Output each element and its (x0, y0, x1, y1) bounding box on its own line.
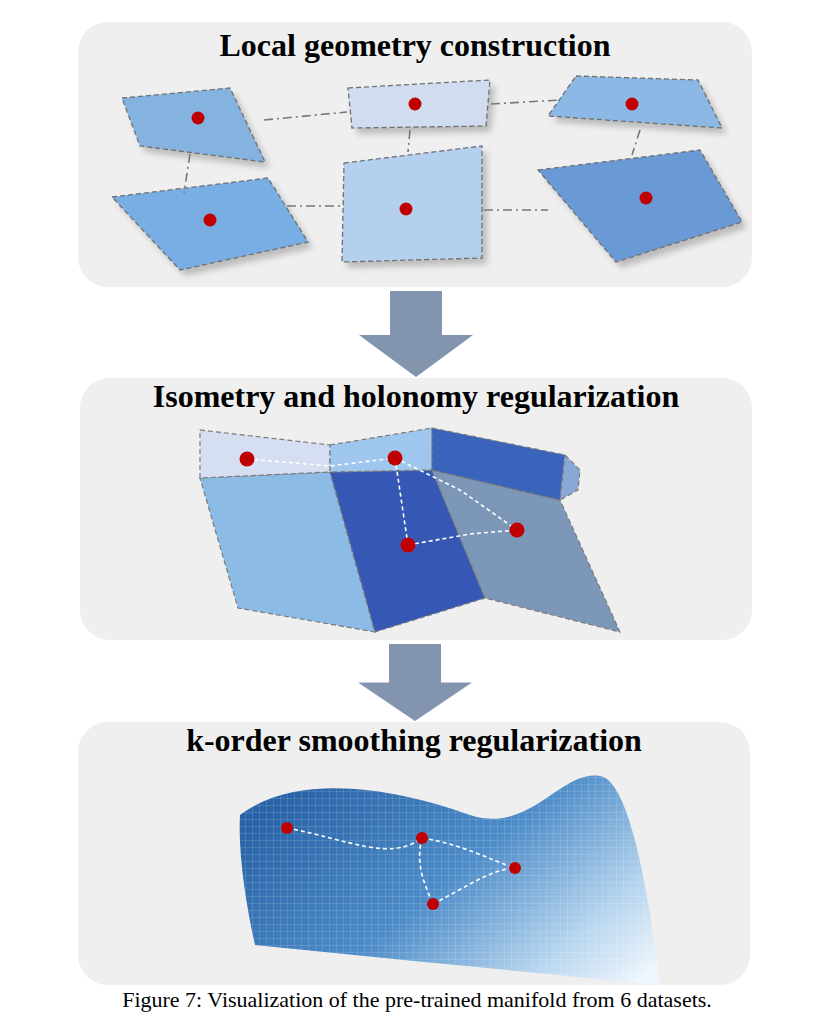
panel-box: Isometry and holonomy regularization (80, 378, 752, 640)
panel-box: Local geometry construction (78, 22, 752, 287)
panel-heading: Local geometry construction (78, 27, 752, 64)
folded-surface (200, 428, 620, 632)
flow-arrow (359, 291, 473, 377)
smooth-manifold (230, 760, 670, 990)
flow-arrow (358, 644, 472, 721)
panel-heading: k-order smoothing regularization (78, 722, 750, 759)
panel-box: k-order smoothing regularization (78, 722, 750, 985)
figure-caption: Figure 7: Visualization of the pre-train… (122, 987, 712, 1013)
local-patches (112, 76, 747, 276)
panel-heading: Isometry and holonomy regularization (80, 378, 752, 415)
